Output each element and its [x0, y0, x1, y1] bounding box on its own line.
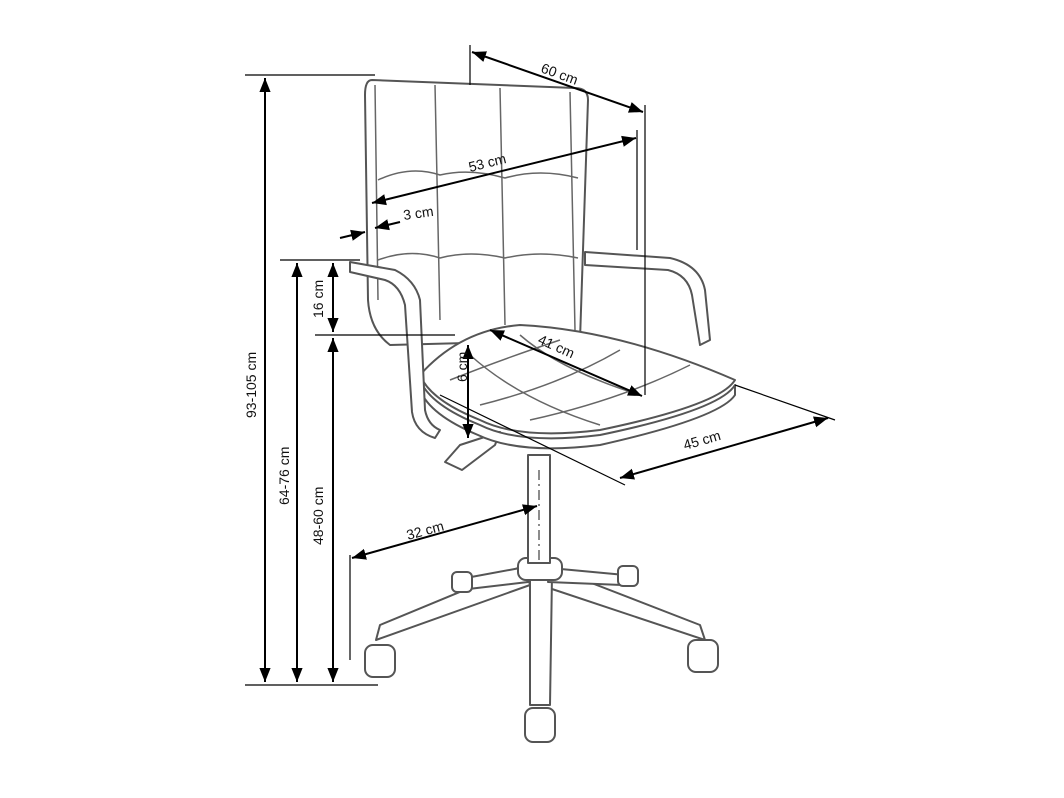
- chair-backrest: [364, 79, 589, 346]
- seat-depth-line: [489, 329, 643, 397]
- chair-illustration: [349, 79, 736, 743]
- depth-line: [619, 416, 829, 480]
- extension-lines: [245, 45, 836, 686]
- base-radius-label: 32 cm: [405, 518, 446, 543]
- depth-label: 45 cm: [681, 427, 722, 453]
- chair-armrests: [349, 251, 711, 439]
- back-thickness-label: 3 cm: [402, 203, 434, 223]
- back-thickness-arrow-left: [339, 229, 366, 241]
- armrest-height-label: 16 cm: [310, 280, 326, 318]
- back-width-line: [371, 135, 637, 206]
- base-radius-line: [351, 504, 538, 560]
- armrest-floor-height-label: 64-76 cm: [276, 447, 292, 505]
- dimension-labels: 60 cm 53 cm 3 cm 16 cm 41 cm 6 cm 45 cm …: [243, 60, 722, 545]
- dimension-lines: [259, 51, 829, 682]
- seat-height-label: 48-60 cm: [310, 487, 326, 545]
- width-line: [471, 51, 644, 113]
- seat-thickness-label: 6 cm: [454, 352, 470, 382]
- total-height-label: 93-105 cm: [243, 352, 259, 418]
- back-thickness-arrow-right: [374, 219, 401, 231]
- chair-base: [364, 431, 719, 743]
